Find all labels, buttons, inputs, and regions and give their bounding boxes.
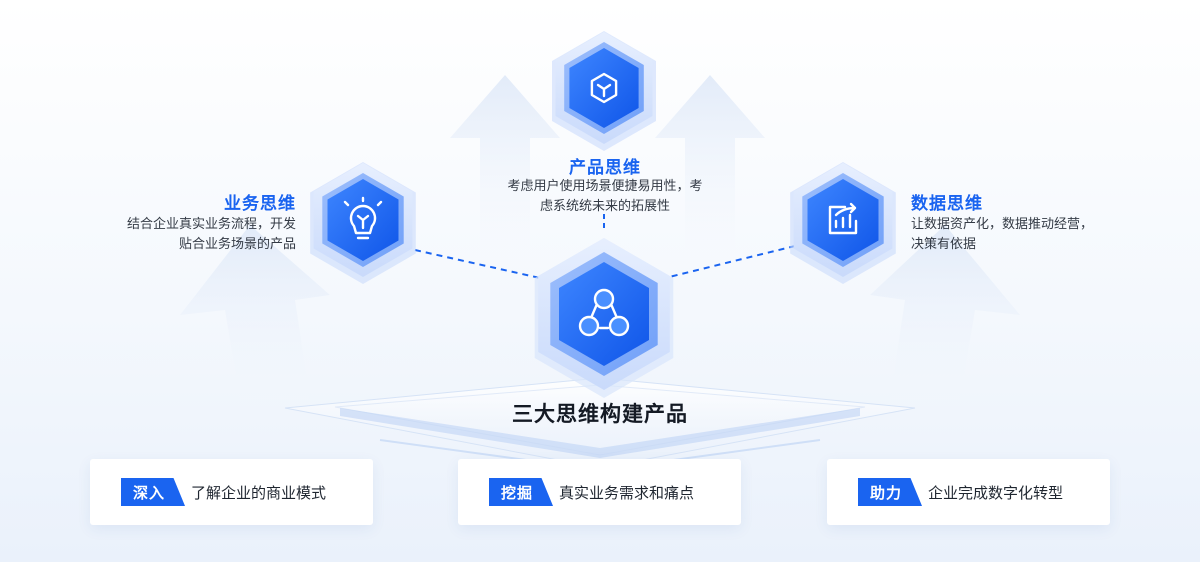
card-tag: 挖掘 (489, 478, 554, 506)
platform (284, 377, 916, 472)
node-desc-line: 考虑用户使用场景便捷易用性，考 (507, 179, 703, 194)
card-empower: 助力 企业完成数字化转型 (827, 459, 1110, 525)
chart-icon (828, 202, 858, 235)
background-arrows (180, 75, 1020, 400)
node-desc-line: 让数据资产化，数据推动经营， (911, 217, 1094, 232)
node-desc-business: 结合企业真实业务流程，开发 贴合业务场景的产品 (127, 215, 296, 255)
node-desc-line: 贴合业务场景的产品 (178, 237, 296, 252)
hexagon-layer (310, 31, 896, 398)
network-icon (578, 288, 630, 337)
card-text: 真实业务需求和痛点 (559, 483, 695, 502)
card-deep-dive: 深入 了解企业的商业模式 (90, 459, 373, 525)
node-desc-line: 决策有依据 (911, 237, 977, 252)
card-tag: 深入 (121, 478, 186, 506)
cube-icon (590, 72, 618, 104)
card-text: 了解企业的商业模式 (191, 483, 327, 502)
node-title-business: 业务思维 (224, 194, 296, 214)
connector-lines (414, 214, 796, 279)
card-discover: 挖掘 真实业务需求和痛点 (458, 459, 741, 525)
node-desc-product: 考虑用户使用场景便捷易用性，考 虑系统统未来的拓展性 (480, 177, 730, 217)
node-desc-line: 结合企业真实业务流程，开发 (126, 217, 296, 232)
card-text: 企业完成数字化转型 (928, 483, 1064, 502)
node-desc-line: 虑系统统未来的拓展性 (539, 199, 670, 214)
node-title-product: 产品思维 (569, 158, 641, 178)
node-desc-data: 让数据资产化，数据推动经营， 决策有依据 (911, 215, 1093, 255)
lightbulb-icon (343, 196, 383, 240)
card-tag: 助力 (858, 478, 923, 506)
core-title: 三大思维构建产品 (512, 402, 688, 426)
node-title-data: 数据思维 (911, 194, 983, 214)
hex-core-core (559, 262, 649, 366)
